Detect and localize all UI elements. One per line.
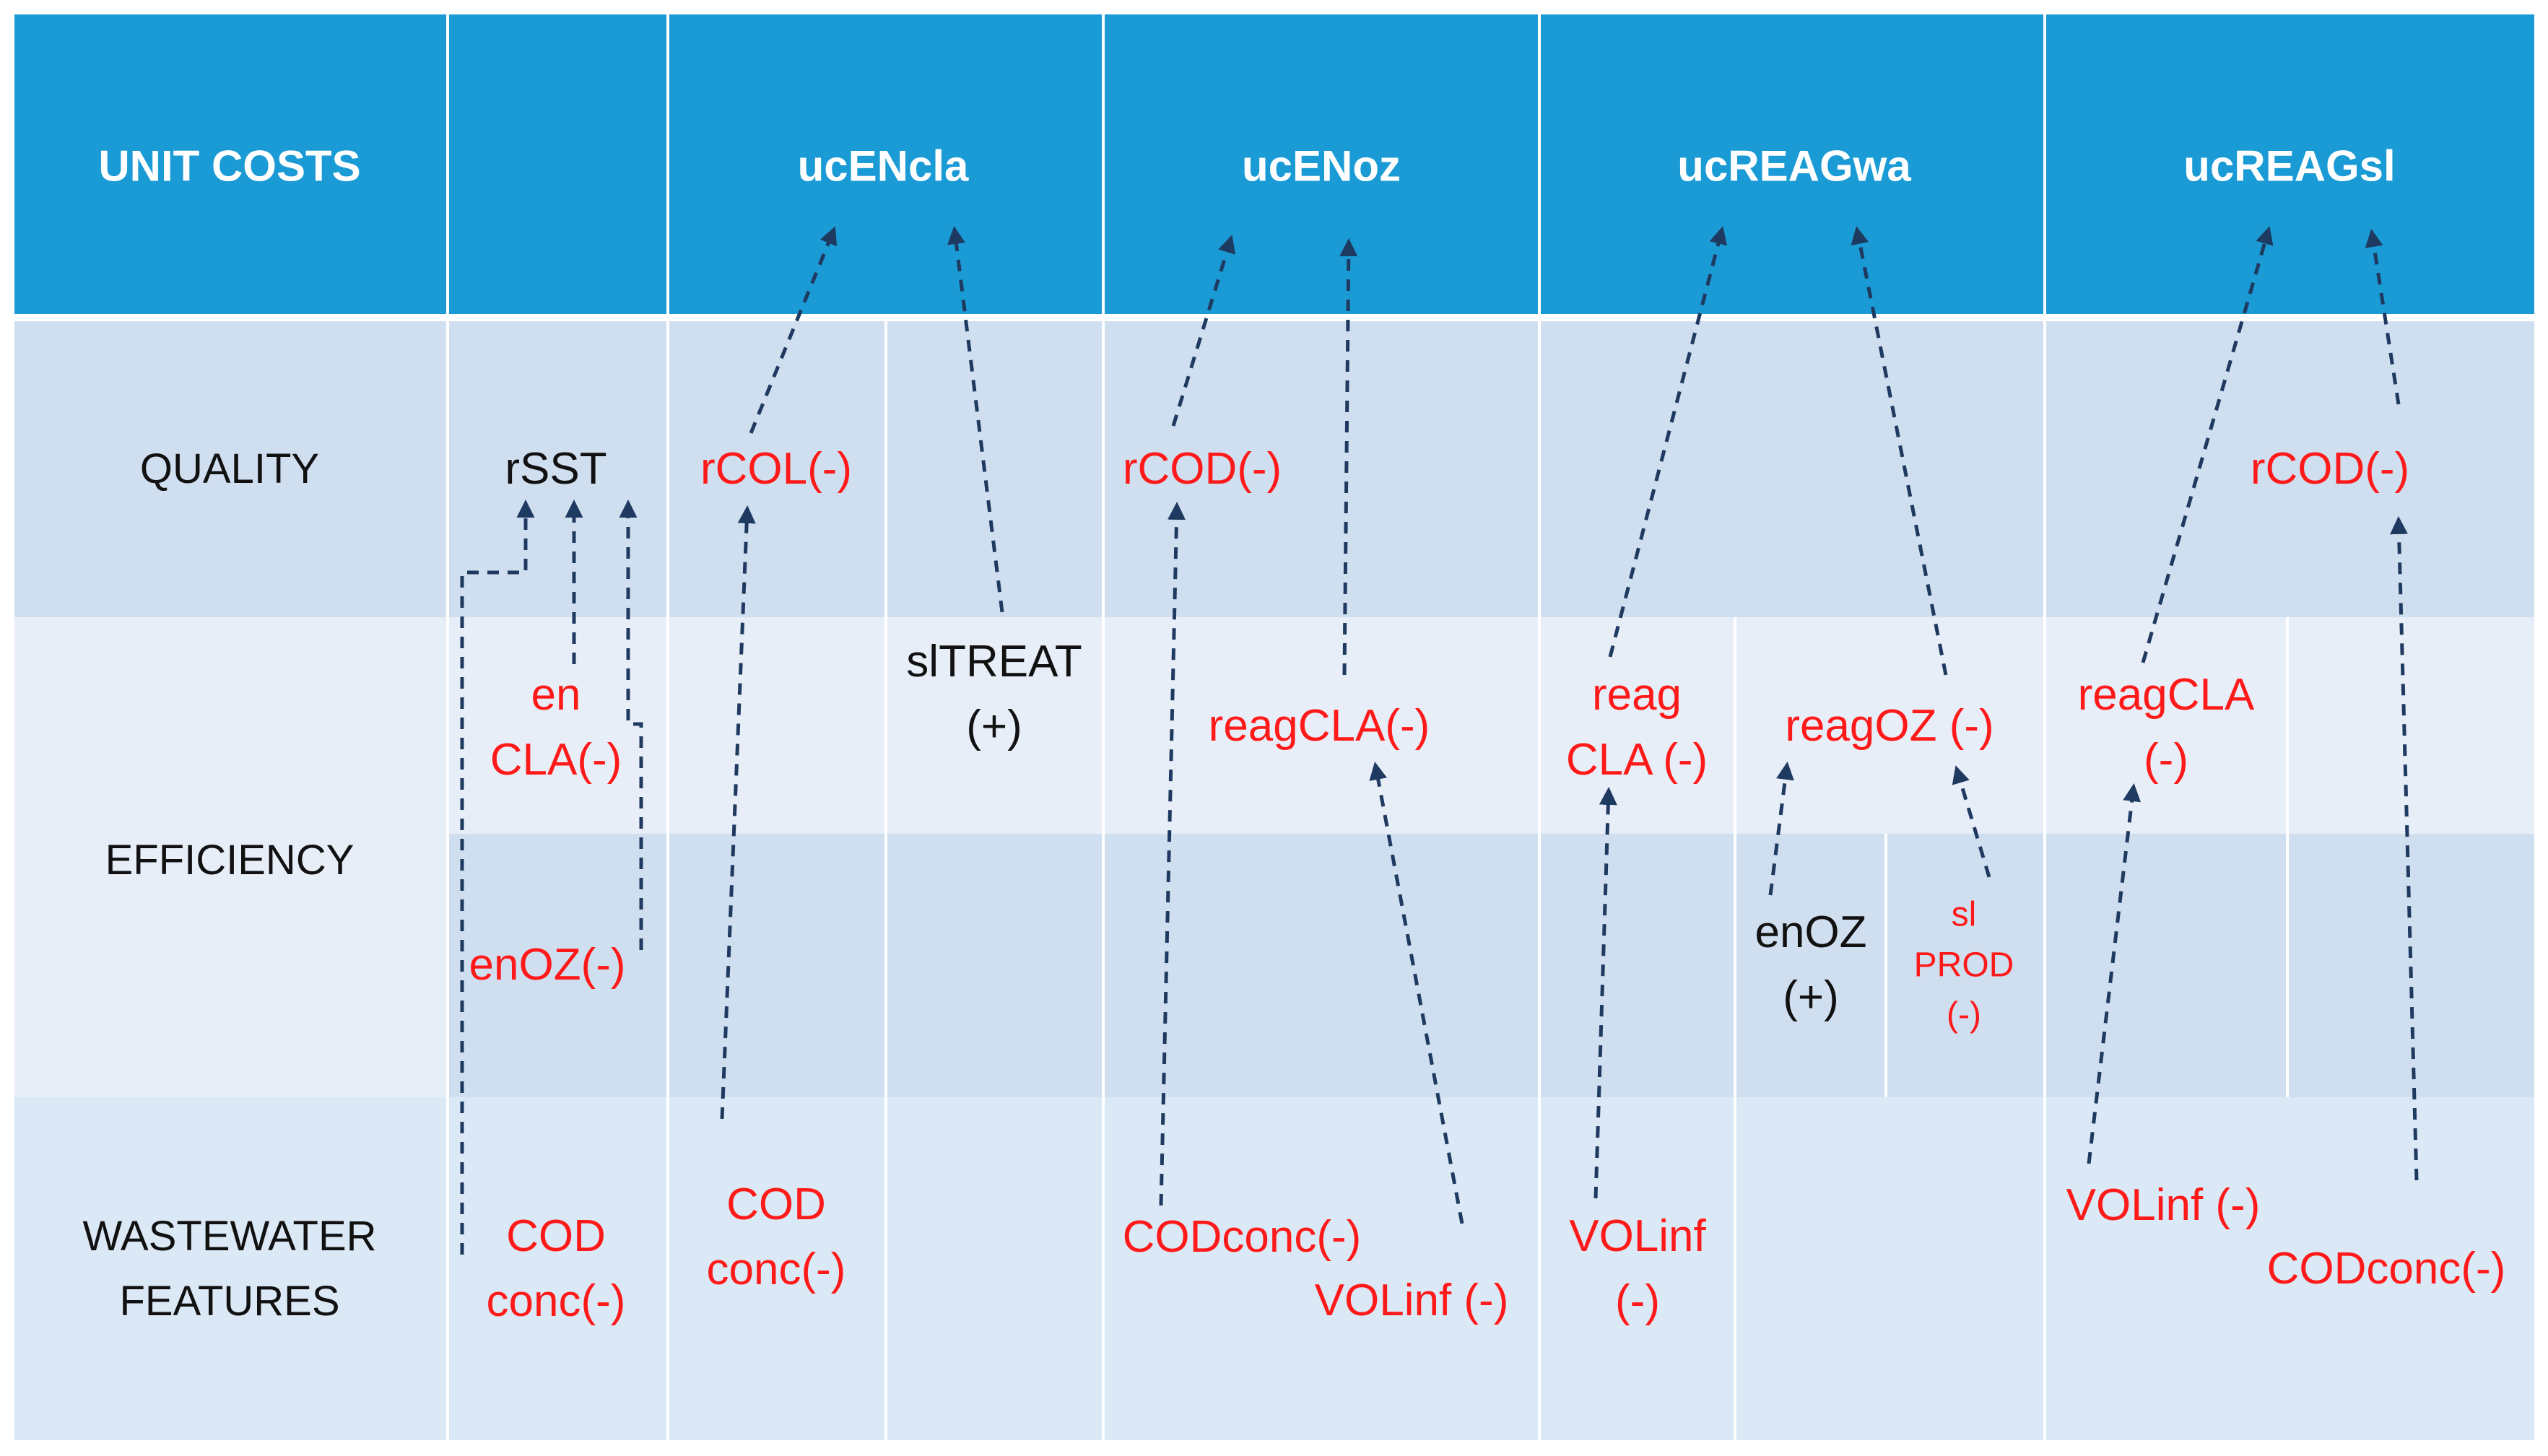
arrow-volinf-to-reagcla — [1369, 762, 1464, 1224]
arrow-codconc-to-rcod-sl — [2390, 516, 2419, 1181]
row-label-wastewater: WASTEWATER FEATURES — [82, 1213, 377, 1325]
arrow-reagcla-to-ucreagsl — [2141, 226, 2274, 663]
node-enoz-negative: enOZ(-) — [469, 940, 626, 990]
dependency-arrows — [460, 226, 2419, 1255]
arrow-rcol-to-ucencla — [749, 226, 838, 434]
wastewater-band — [14, 1097, 2534, 1440]
arrow-cod-conc-to-rsst — [460, 500, 535, 1255]
node-cod-conc-1: COD conc(-) — [486, 1211, 626, 1326]
node-reag-cla-ucreagwa: reag CLA (-) — [1565, 670, 1708, 785]
arrow-reagoz-to-ucreagwa — [1851, 226, 1948, 676]
node-rcod-ucreagsl: rCOD(-) — [2250, 444, 2410, 494]
row-label-quality: QUALITY — [139, 445, 320, 493]
quality-band — [14, 321, 2534, 617]
row-bands — [14, 14, 2534, 1440]
arrow-reag-cla-to-ucreagwa — [1608, 226, 1728, 658]
node-volinf-ucreagsl: VOLinf (-) — [2066, 1180, 2261, 1231]
node-rcod-ucenoz: rCOD(-) — [1122, 444, 1282, 494]
header-band — [14, 14, 2534, 314]
node-en-cla: en CLA(-) — [490, 670, 622, 785]
header-ucreagsl: ucREAGsl — [2183, 141, 2396, 191]
efficiency-label-band — [14, 834, 448, 1097]
arrow-sltreat-to-ucencla — [947, 226, 1004, 613]
arrow-enoz-to-rsst — [619, 500, 643, 950]
header-ucencla: ucENcla — [797, 141, 969, 191]
node-rsst: rSST — [505, 444, 607, 494]
node-codconc-ucreagsl: CODconc(-) — [2266, 1244, 2506, 1294]
header-ucenoz: ucENoz — [1241, 141, 1401, 191]
node-volinf-ucenoz: VOLinf (-) — [1314, 1276, 1509, 1326]
arrow-volinf-to-reag-cla — [1593, 787, 1617, 1199]
arrow-volinf-to-reagcla-sl — [2087, 783, 2142, 1164]
node-codconc-ucenoz: CODconc(-) — [1122, 1212, 1362, 1263]
arrow-cod-conc-to-rcol — [720, 505, 756, 1120]
node-rcol: rCOL(-) — [700, 444, 853, 494]
header-ucreagwa: ucREAGwa — [1677, 141, 1911, 191]
node-enoz-positive: enOZ (+) — [1755, 907, 1867, 1022]
arrow-rcod-to-ucenoz — [1171, 235, 1236, 427]
arrow-rcod-to-ucreagsl — [2365, 229, 2401, 405]
efficiency-lower-band — [448, 834, 2534, 1097]
unit-costs-heading: UNIT COSTS — [98, 141, 361, 191]
node-reagoz: reagOZ (-) — [1785, 701, 1994, 751]
column-dividers — [14, 14, 2534, 1440]
node-sltreat: slTREAT (+) — [906, 637, 1082, 751]
node-slprod: sl PROD (-) — [1913, 895, 2014, 1034]
node-reagcla-ucenoz: reagCLA(-) — [1208, 701, 1430, 751]
row-label-efficiency: EFFICIENCY — [105, 837, 355, 884]
node-cod-conc-2: COD conc(-) — [706, 1180, 846, 1294]
arrow-codconc-to-rcod — [1159, 502, 1186, 1206]
node-reagcla-ucreagsl: reagCLA (-) — [2077, 670, 2255, 785]
efficiency-upper-band — [14, 617, 2534, 834]
arrow-enoz-to-reagoz — [1768, 762, 1794, 896]
node-volinf-ucreagwa: VOLinf (-) — [1569, 1211, 1706, 1326]
